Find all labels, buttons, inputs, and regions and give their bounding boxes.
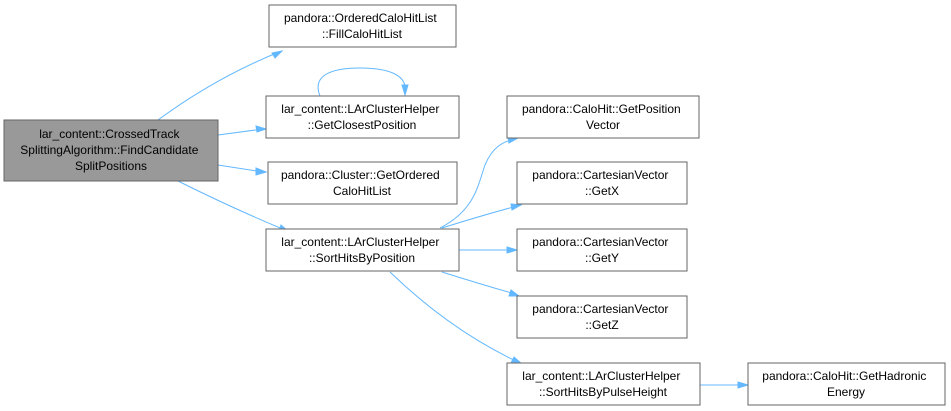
node-get-hadronic-energy-line-1: pandora::CaloHit::GetHadronic bbox=[762, 369, 926, 383]
edge-root-to-get-ordered-calo-hit-list bbox=[217, 164, 268, 176]
node-sort-hits-by-position-line-2: ::SortHitsByPosition bbox=[309, 251, 415, 265]
node-get-z-line-1: pandora::CartesianVector bbox=[532, 302, 668, 316]
edge-sort-to-sort-hits-by-pulse-height bbox=[389, 271, 524, 365]
node-get-y[interactable]: pandora::CartesianVector ::GetY bbox=[516, 228, 688, 272]
node-fill-calo-hit-list[interactable]: pandora::OrderedCaloHitList ::FillCaloHi… bbox=[268, 4, 457, 48]
node-get-x-line-2: ::GetX bbox=[585, 184, 619, 198]
node-get-position-vector-line-1: pandora::CaloHit::GetPosition bbox=[522, 102, 681, 116]
svg-text:pandora::CartesianVector: pandora::CartesianVector ::GetZ bbox=[532, 302, 671, 332]
svg-text:pandora::CaloHit::GetHadronic: pandora::CaloHit::GetHadronic Energy bbox=[762, 369, 929, 399]
node-get-position-vector[interactable]: pandora::CaloHit::GetPosition Vector bbox=[506, 95, 700, 139]
node-get-x-line-1: pandora::CartesianVector bbox=[532, 168, 668, 182]
node-sort-hits-by-position-line-1: lar_content::LArClusterHelper bbox=[281, 235, 439, 249]
node-get-closest-position-line-2: ::GetClosestPosition bbox=[308, 118, 417, 132]
node-get-z[interactable]: pandora::CartesianVector ::GetZ bbox=[516, 295, 688, 339]
edge-pulse-height-to-get-hadronic-energy bbox=[700, 381, 750, 389]
svg-text:lar_content::CrossedTrack: lar_content::CrossedTrack SplittingAlgor… bbox=[20, 127, 201, 173]
node-get-ordered-calo-hit-list[interactable]: pandora::Cluster::GetOrdered CaloHitList bbox=[267, 161, 458, 205]
node-sort-hits-by-pulse-height-line-1: lar_content::LArClusterHelper bbox=[522, 369, 680, 383]
svg-text:lar_content::LArClusterHelper: lar_content::LArClusterHelper ::SortHits… bbox=[281, 235, 442, 265]
node-get-closest-position[interactable]: lar_content::LArClusterHelper ::GetClose… bbox=[265, 95, 460, 139]
svg-text:pandora::CaloHit::GetPosition: pandora::CaloHit::GetPosition Vector bbox=[522, 102, 684, 132]
node-fill-calo-hit-list-line-2: ::FillCaloHitList bbox=[322, 27, 403, 41]
node-root[interactable]: lar_content::CrossedTrack SplittingAlgor… bbox=[3, 119, 219, 182]
node-get-x[interactable]: pandora::CartesianVector ::GetX bbox=[516, 161, 688, 205]
svg-text:pandora::CartesianVector: pandora::CartesianVector ::GetX bbox=[532, 168, 671, 198]
node-root-line-1: lar_content::CrossedTrack bbox=[39, 127, 180, 141]
edge-sort-to-get-y bbox=[459, 246, 519, 254]
node-get-z-line-2: ::GetZ bbox=[585, 318, 618, 332]
node-sort-hits-by-position[interactable]: lar_content::LArClusterHelper ::SortHits… bbox=[265, 228, 460, 272]
node-sort-hits-by-pulse-height[interactable]: lar_content::LArClusterHelper ::SortHits… bbox=[506, 362, 701, 406]
svg-text:pandora::CartesianVector: pandora::CartesianVector ::GetY bbox=[532, 235, 671, 265]
svg-text:lar_content::LArClusterHelper: lar_content::LArClusterHelper ::GetClose… bbox=[281, 102, 442, 132]
node-root-line-2: SplittingAlgorithm::FindCandidate bbox=[20, 143, 198, 157]
node-get-y-line-2: ::GetY bbox=[585, 251, 619, 265]
node-sort-hits-by-pulse-height-line-2: ::SortHitsByPulseHeight bbox=[539, 385, 668, 399]
edge-root-to-fill-calo-hit-list bbox=[157, 50, 284, 121]
node-get-hadronic-energy-line-2: Energy bbox=[827, 385, 865, 399]
node-get-ordered-calo-hit-list-line-1: pandora::Cluster::GetOrdered bbox=[281, 168, 440, 182]
edge-sort-to-get-x bbox=[441, 203, 523, 229]
svg-text:pandora::Cluster::GetOrdered: pandora::Cluster::GetOrdered CaloHitList bbox=[281, 168, 443, 198]
edge-sort-to-get-z bbox=[441, 271, 521, 297]
node-root-line-3: SplitPositions bbox=[75, 159, 147, 173]
svg-text:pandora::OrderedCaloHitList: pandora::OrderedCaloHitList ::FillCaloHi… bbox=[284, 11, 440, 41]
node-get-hadronic-energy[interactable]: pandora::CaloHit::GetHadronic Energy bbox=[747, 362, 946, 406]
svg-text:lar_content::LArClusterHelper: lar_content::LArClusterHelper ::SortHits… bbox=[522, 369, 683, 399]
node-get-ordered-calo-hit-list-line-2: CaloHitList bbox=[333, 184, 392, 198]
edge-get-closest-position-self-loop bbox=[317, 67, 409, 97]
edge-root-to-get-closest-position bbox=[217, 125, 268, 136]
node-get-position-vector-line-2: Vector bbox=[586, 118, 620, 132]
node-fill-calo-hit-list-line-1: pandora::OrderedCaloHitList bbox=[284, 11, 437, 25]
node-get-closest-position-line-1: lar_content::LArClusterHelper bbox=[281, 102, 439, 116]
node-get-y-line-1: pandora::CartesianVector bbox=[532, 235, 668, 249]
